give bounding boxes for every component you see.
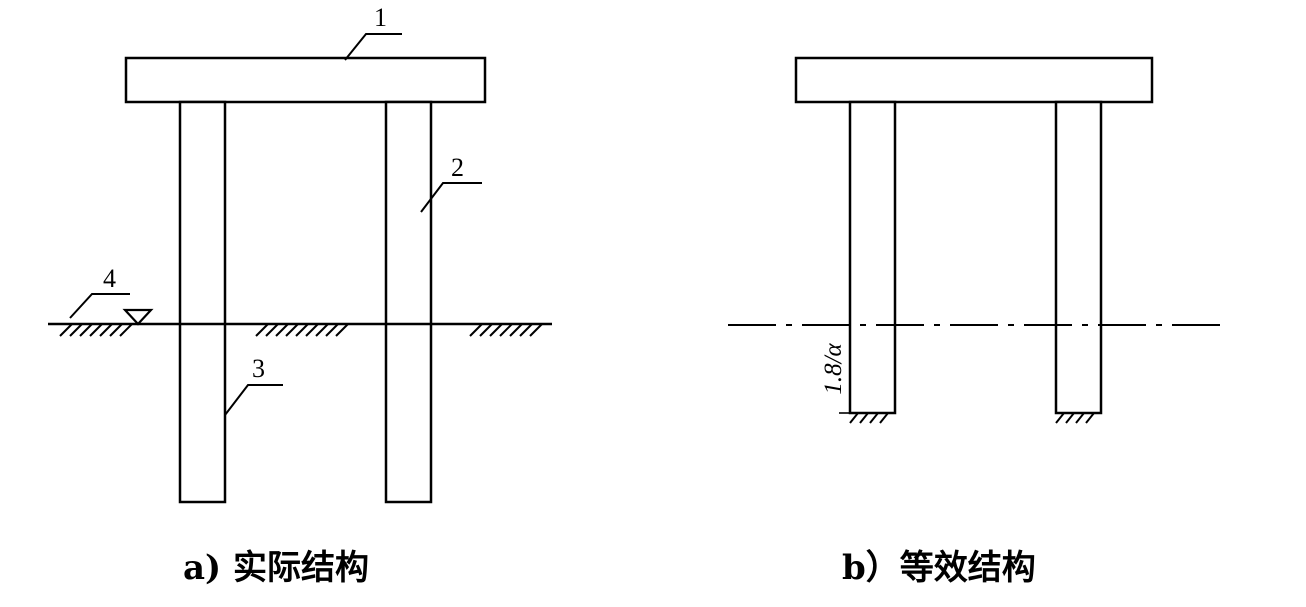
equivalent-structure xyxy=(728,56,1222,424)
left-pile-a xyxy=(178,100,227,504)
label-pile: 2 xyxy=(451,153,464,182)
left-pile-b xyxy=(848,100,897,415)
label-cap: 1 xyxy=(374,3,387,32)
label-ground: 4 xyxy=(103,264,116,293)
ground-hatch xyxy=(59,323,543,337)
leader-ground xyxy=(69,293,130,319)
caption-actual-structure: a) 实际结构 xyxy=(183,548,369,588)
dimension-label: 1.8/α xyxy=(820,342,847,394)
pile-cap-b xyxy=(794,56,1154,104)
actual-structure xyxy=(48,33,552,504)
water-level-triangle xyxy=(122,308,154,326)
right-pile-b xyxy=(1054,100,1103,415)
fixed-support-hatch xyxy=(849,412,1095,424)
leader-pile xyxy=(420,182,482,213)
pile-cap-a xyxy=(124,56,487,104)
leader-cap xyxy=(344,33,402,61)
label-embedded: 3 xyxy=(252,354,265,383)
caption-equivalent-structure: b）等效结构 xyxy=(842,548,1036,588)
right-pile-a xyxy=(384,100,433,504)
dimension-ticks xyxy=(839,324,850,414)
leader-embedded xyxy=(224,384,283,416)
